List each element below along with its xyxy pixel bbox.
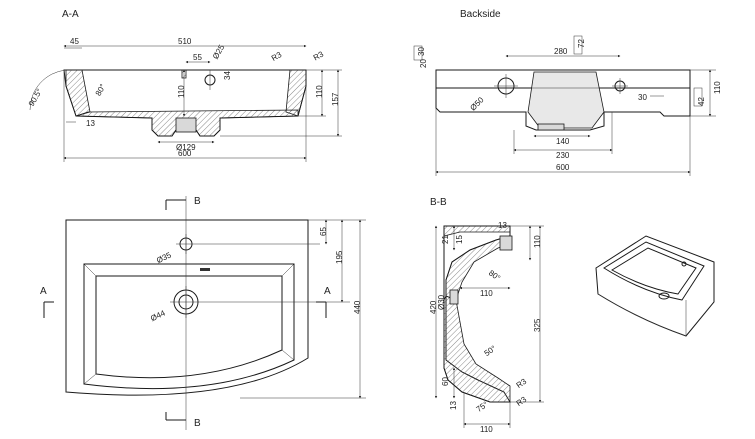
- dim-bs-110: 110: [713, 81, 722, 94]
- dim-aa-25: Ø25: [211, 43, 227, 61]
- dim-aa-r3b: R3: [312, 49, 326, 62]
- dim-bb-75: 75°: [475, 400, 490, 414]
- section-bb-overflow: [449, 289, 459, 305]
- backside-drain: [537, 123, 565, 131]
- dim-aa-34: 34: [223, 71, 232, 80]
- dim-aa-510: 510: [178, 37, 192, 46]
- dim-aa-13: 13: [86, 119, 95, 128]
- plan-bowl-inner: [95, 275, 283, 379]
- section-bb-view: B-B 420 21 15 13 110 80° Ø30 110 325 50°…: [429, 197, 544, 434]
- dim-bs-72: 72: [577, 39, 586, 48]
- dim-bb-21: 21: [441, 235, 450, 244]
- dim-bb-50: 50°: [483, 344, 498, 358]
- iso-tap-hole: [681, 261, 687, 267]
- dim-plan-35: Ø35: [155, 250, 173, 265]
- dim-bb-60: 60: [441, 377, 450, 386]
- dim-plan-440: 440: [353, 300, 362, 314]
- dim-bs-30: 30: [417, 47, 426, 56]
- section-b-top-marker: B: [194, 196, 201, 207]
- dim-aa-129: Ø129: [176, 143, 196, 152]
- section-aa-view: A-A 510 45 55 Ø25 34 R3 R3 90.5° 80° 110…: [27, 9, 342, 162]
- backside-bowl-shadow: [527, 71, 605, 129]
- dim-bb-30: Ø30: [437, 294, 446, 310]
- dim-aa-55: 55: [193, 53, 202, 62]
- dim-bb-325: 325: [533, 318, 542, 332]
- dim-aa-905: 90.5°: [27, 87, 44, 108]
- dim-bs-140: 140: [556, 137, 570, 146]
- iso-bowl: [611, 247, 697, 295]
- section-a-right-marker: A: [324, 286, 331, 297]
- dim-bb-110b: 110: [480, 289, 493, 298]
- plan-view: B B A A Ø35 Ø44 65 195 440: [40, 196, 366, 430]
- dim-aa-600: 600: [178, 149, 192, 158]
- isometric-view: [595, 235, 715, 337]
- section-aa-drain: [175, 117, 197, 133]
- dim-plan-195: 195: [335, 250, 344, 264]
- dim-plan-65: 65: [319, 227, 328, 236]
- section-aa-left-wall: [65, 69, 91, 117]
- backside-title: Backside: [460, 9, 501, 20]
- iso-top-rim: [603, 241, 705, 301]
- plan-outline: [65, 219, 309, 396]
- dim-bb-15: 15: [455, 235, 464, 244]
- dim-bb-80: 80°: [487, 268, 502, 282]
- section-aa-right-wall: [285, 69, 307, 117]
- dim-bs-50: Ø50: [468, 95, 485, 112]
- dim-bb-13bot: 13: [449, 401, 458, 410]
- plan-overflow: [200, 268, 210, 271]
- dim-bb-110c: 110: [480, 425, 493, 434]
- dim-bs-30b: 30: [638, 93, 647, 102]
- dim-bb-110a: 110: [533, 235, 542, 248]
- backside-view: Backside 280 72 20 30 Ø50 30 42 110 140 …: [413, 9, 722, 176]
- backside-outline: [435, 69, 691, 131]
- dim-bb-13top: 13: [498, 221, 507, 230]
- dim-bs-20: 20: [419, 59, 428, 68]
- section-aa-title: A-A: [62, 9, 79, 20]
- section-b-bottom-marker: B: [194, 418, 201, 429]
- plan-bowl-outer: [83, 263, 295, 390]
- dim-bs-42: 42: [697, 97, 706, 106]
- dim-bs-280: 280: [554, 47, 568, 56]
- section-bb-title: B-B: [430, 197, 447, 208]
- iso-drain: [658, 292, 670, 300]
- dim-aa-110b: 110: [315, 85, 324, 98]
- dim-bb-420: 420: [429, 300, 438, 314]
- dim-plan-44: Ø44: [149, 308, 167, 323]
- dim-bb-r3a: R3: [515, 377, 529, 391]
- dim-aa-157: 157: [331, 92, 340, 106]
- dim-aa-80: 80°: [94, 82, 108, 97]
- dim-bs-600: 600: [556, 163, 570, 172]
- dim-bb-r3b: R3: [515, 395, 529, 409]
- dim-aa-r3a: R3: [270, 50, 284, 63]
- dim-aa-45: 45: [70, 37, 79, 46]
- section-a-left-marker: A: [40, 286, 47, 297]
- section-bb-tap: [499, 235, 513, 251]
- dim-aa-110: 110: [177, 85, 186, 98]
- dim-bs-230: 230: [556, 151, 570, 160]
